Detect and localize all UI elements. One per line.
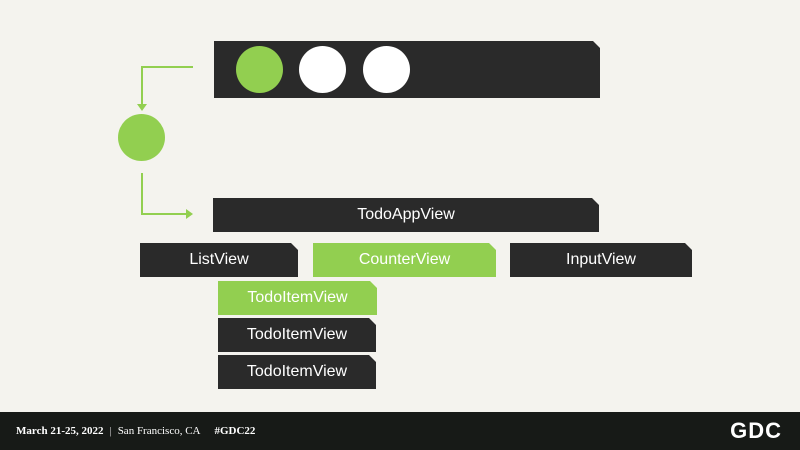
arrowhead-right <box>186 209 193 219</box>
child-view-box: ListView <box>140 243 298 277</box>
child-view-label: ListView <box>189 251 249 268</box>
child-view-box-highlighted: CounterView <box>313 243 496 277</box>
root-view-box: TodoAppView <box>213 198 599 232</box>
list-item-view-label: TodoItemView <box>247 289 348 306</box>
arrow-to-indicator <box>141 66 193 104</box>
footer-separator: | <box>109 425 112 437</box>
child-view-label: CounterView <box>358 251 451 268</box>
list-item-view-box: TodoItemView <box>218 355 376 389</box>
state-circle <box>118 114 165 161</box>
list-item-view-label: TodoItemView <box>246 363 348 380</box>
indicator-dot-empty <box>299 46 346 93</box>
indicator-dot-empty <box>363 46 410 93</box>
arrowhead-down <box>137 104 147 111</box>
list-item-view-label: TodoItemView <box>246 326 348 343</box>
gdc-logo: GDC <box>730 418 782 443</box>
footer-bar: March 21-25, 2022 | San Francisco, CA #G… <box>0 412 800 450</box>
child-view-label: InputView <box>566 251 636 268</box>
child-view-box: InputView <box>510 243 692 277</box>
list-item-view-box-highlighted: TodoItemView <box>218 281 377 315</box>
arrow-to-app-view <box>141 173 186 215</box>
root-view-label: TodoAppView <box>357 206 455 223</box>
indicator-dot-filled <box>236 46 283 93</box>
list-item-view-box: TodoItemView <box>218 318 376 352</box>
event-location: San Francisco, CA <box>117 425 201 437</box>
event-dates: March 21-25, 2022 <box>16 425 104 437</box>
footer-info: March 21-25, 2022 | San Francisco, CA #G… <box>16 412 255 450</box>
event-hashtag: #GDC22 <box>214 425 256 437</box>
